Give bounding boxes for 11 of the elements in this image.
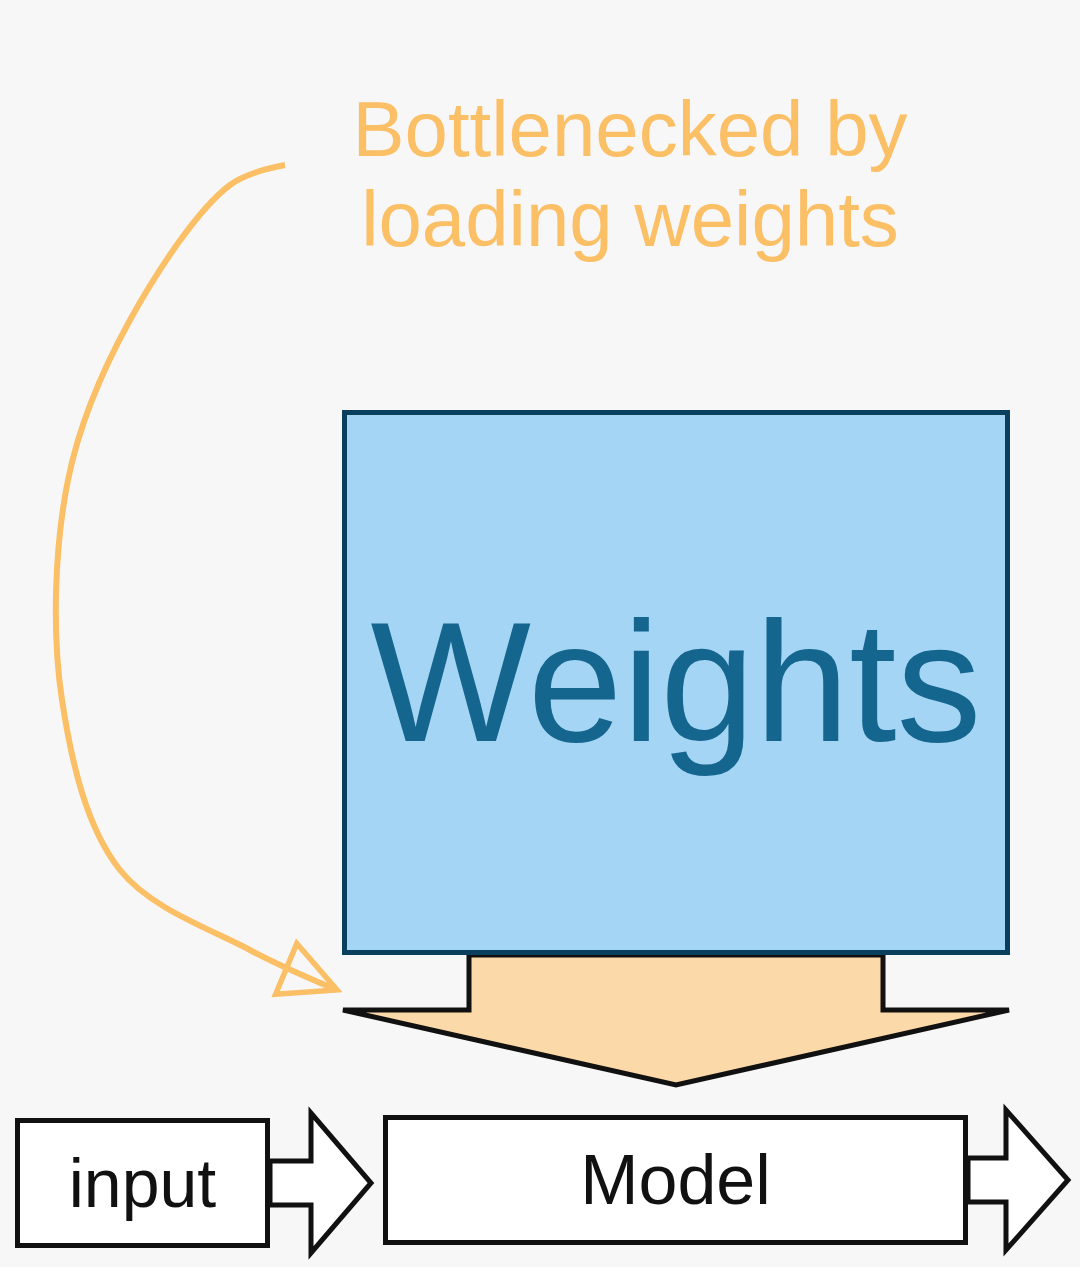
box-label: Weights bbox=[370, 585, 982, 779]
annotation-text: Bottlenecked by loading weights bbox=[351, 85, 909, 265]
box-label: Model bbox=[580, 1139, 771, 1221]
model-box bbox=[383, 1115, 968, 1245]
box-label: input bbox=[68, 1143, 217, 1223]
block-arrow bbox=[267, 1106, 375, 1260]
block-arrow bbox=[965, 1103, 1072, 1257]
weights-box bbox=[342, 410, 1010, 955]
curved-arrow bbox=[52, 162, 340, 997]
input-box bbox=[15, 1118, 270, 1248]
block-arrow bbox=[340, 952, 1012, 1088]
